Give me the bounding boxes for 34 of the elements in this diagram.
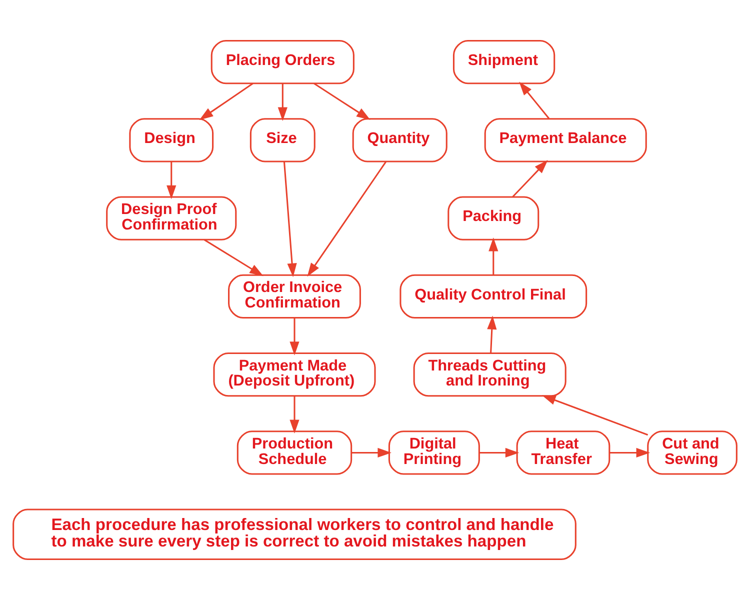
- node-box: Design: [129, 118, 214, 162]
- arrow: [307, 161, 386, 277]
- node-box: Threads Cutting and Ironing: [413, 352, 566, 397]
- arrow: [519, 82, 550, 120]
- arrow: [199, 82, 254, 120]
- arrow: [290, 396, 300, 434]
- node-box: Quality Control Final: [400, 274, 588, 319]
- arrow: [610, 448, 650, 458]
- node-box: Quantity: [352, 118, 448, 162]
- node-box: Packing: [448, 196, 540, 240]
- node-box: Shipment: [452, 40, 556, 84]
- arrow: [314, 82, 370, 120]
- arrow: [278, 84, 288, 121]
- arrow: [487, 316, 497, 354]
- node-box: Payment Made (Deposit Upfront): [213, 352, 376, 397]
- node-box: Each procedure has professional workers to control and handle to make sure every step is correct to avoid mistakes happen: [12, 508, 576, 560]
- node-box: Production Schedule: [236, 430, 352, 475]
- node-box: Payment Balance: [484, 118, 647, 162]
- arrow: [488, 237, 498, 275]
- arrow: [204, 239, 264, 276]
- node-box: Heat Transfer: [516, 430, 610, 475]
- arrow: [352, 448, 392, 458]
- arrow: [542, 395, 648, 436]
- node-box: Size: [250, 118, 316, 162]
- arrow: [166, 162, 176, 200]
- node-box: Cut and Sewing: [647, 430, 738, 475]
- node-box: Digital Printing: [388, 430, 480, 475]
- node-box: Order Invoice Confirmation: [228, 274, 361, 319]
- node-box: Placing Orders: [210, 40, 354, 84]
- arrow: [283, 162, 297, 278]
- arrow: [512, 160, 548, 198]
- node-box: Design Proof Confirmation: [106, 196, 237, 240]
- arrow: [290, 318, 300, 356]
- arrow: [480, 448, 520, 458]
